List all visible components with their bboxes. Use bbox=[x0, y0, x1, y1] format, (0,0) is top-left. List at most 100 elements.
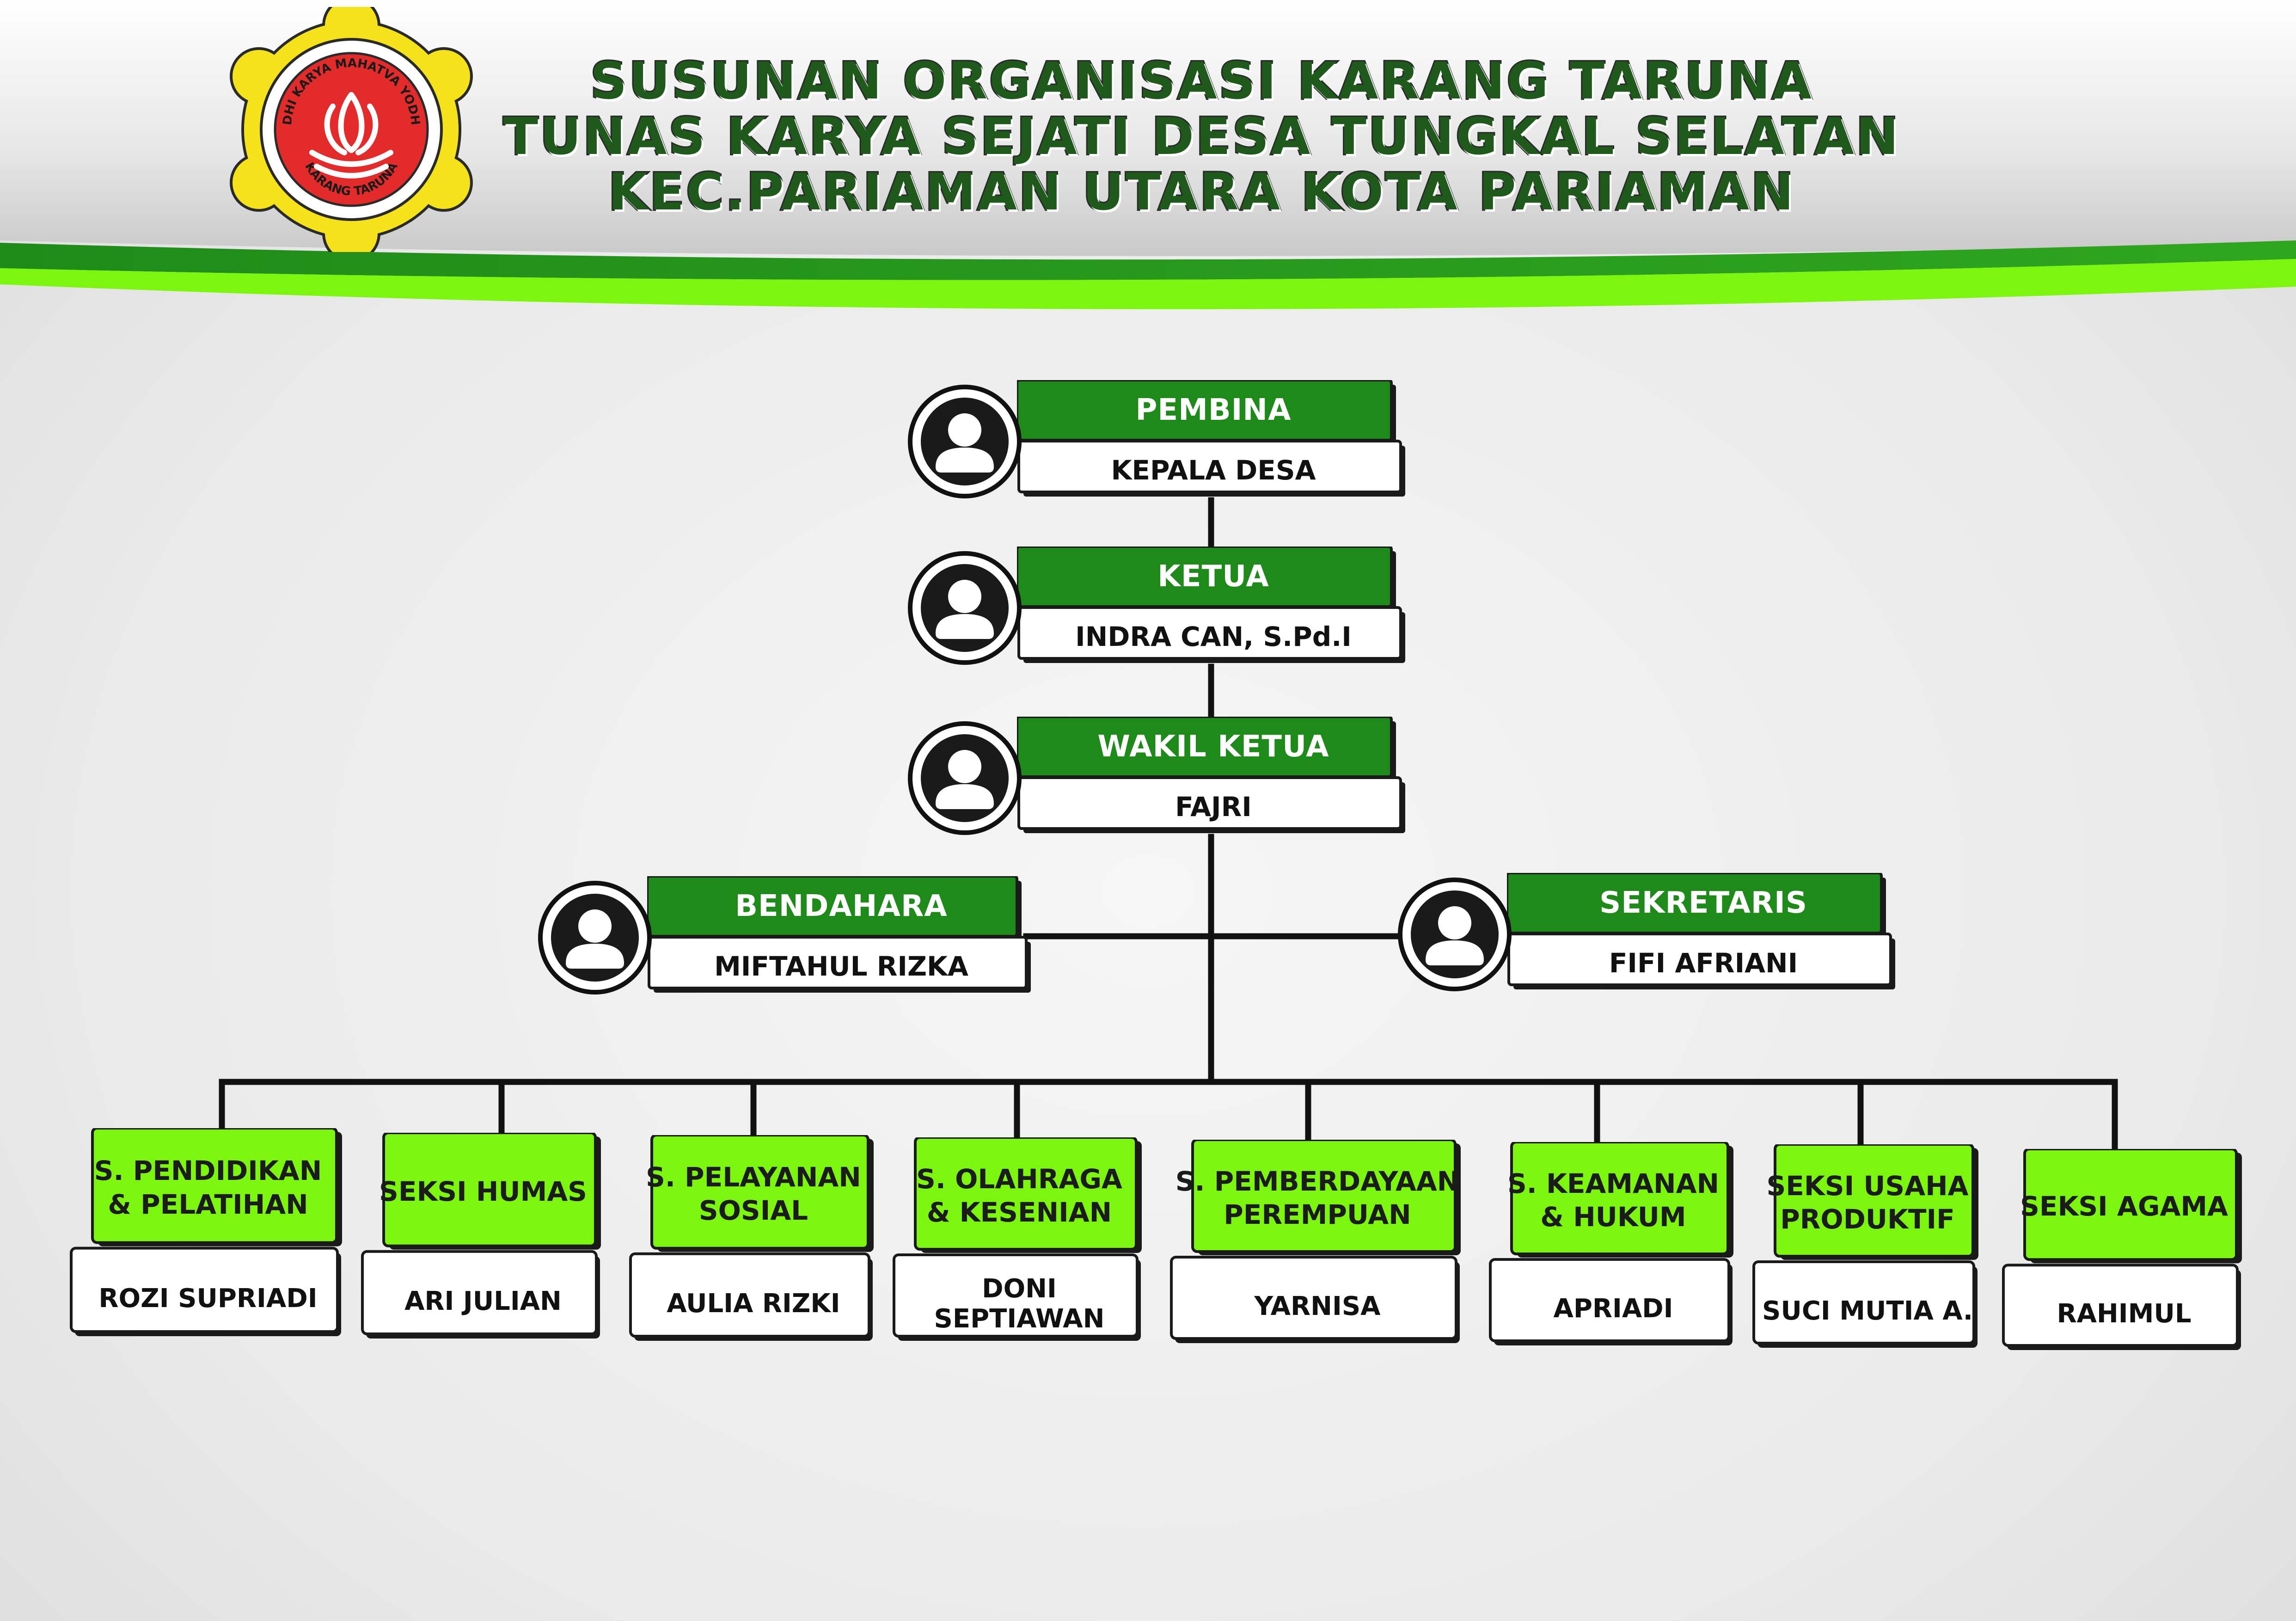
label-area bbox=[91, 1128, 338, 1244]
name-box bbox=[1170, 1256, 1457, 1340]
section-box bbox=[629, 1135, 874, 1341]
title-line-1: SUSUNAN ORGANISASI KARANG TARUNA bbox=[589, 51, 1813, 111]
section-olahraga-kesenian: S. OLAHRAGA & KESENIAN DONI SEPTIAWAN bbox=[892, 1137, 1146, 1345]
name-box bbox=[1017, 440, 1402, 493]
avatar-head bbox=[578, 909, 612, 943]
avatar-head bbox=[1438, 906, 1471, 939]
name-box bbox=[1489, 1258, 1730, 1342]
avatar-head bbox=[948, 750, 981, 783]
node-box-bendahara bbox=[647, 876, 1031, 993]
node-box-pembina bbox=[1017, 380, 1405, 497]
label-area bbox=[382, 1133, 597, 1247]
avatar-body bbox=[1426, 940, 1484, 965]
node-name-sekretaris: FIFI AFRIANI bbox=[1609, 947, 1798, 979]
person-icon bbox=[1398, 878, 1512, 991]
person-icon bbox=[908, 385, 1022, 498]
node-wakil-ketua: WAKIL KETUA FAJRI bbox=[1017, 717, 1410, 837]
section-box bbox=[70, 1128, 342, 1336]
node-sekretaris: SEKRETARIS FIFI AFRIANI bbox=[1507, 873, 1900, 993]
section-box bbox=[1489, 1142, 1733, 1345]
section-label: S. OLAHRAGA & KESENIAN bbox=[916, 1163, 1122, 1228]
section-pendidikan-pelatihan: S. PENDIDIKAN & PELATIHAN ROZI SUPRIADI bbox=[69, 1128, 347, 1341]
label-area bbox=[650, 1135, 869, 1250]
person-icon bbox=[908, 551, 1022, 665]
node-name-wakil-ketua: FAJRI bbox=[1175, 791, 1252, 823]
name-box bbox=[70, 1246, 339, 1333]
karang-taruna-logo: ADHI KARYA MAHATVA YODHA KARANG TARUNA bbox=[222, 7, 473, 252]
section-box bbox=[2002, 1149, 2242, 1350]
node-name-pembina: KEPALA DESA bbox=[1111, 454, 1316, 486]
section-keamanan-hukum: S. KEAMANAN & HUKUM APRIADI bbox=[1488, 1142, 1738, 1350]
avatar-body bbox=[936, 614, 994, 639]
label-area bbox=[1191, 1140, 1457, 1253]
name-box bbox=[1017, 776, 1402, 830]
person-icon bbox=[538, 881, 652, 995]
avatar-head bbox=[948, 413, 981, 447]
section-label: SEKSI HUMAS bbox=[379, 1176, 587, 1208]
node-label-bendahara: BENDAHARA bbox=[735, 889, 948, 923]
connector-lines bbox=[219, 497, 2118, 1152]
section-box bbox=[1170, 1140, 1461, 1343]
section-label: S. PEMBERDAYAAN PEREMPUAN bbox=[1175, 1165, 1460, 1231]
section-name: SUCI MUTIA A. bbox=[1762, 1296, 1973, 1326]
name-box bbox=[1017, 606, 1402, 660]
section-humas: SEKSI HUMAS ARI JULIAN bbox=[361, 1133, 606, 1343]
section-label: SEKSI USAHA PRODUKTIF bbox=[1766, 1170, 1969, 1235]
node-box-wakil-ketua bbox=[1017, 717, 1405, 833]
section-pelayanan-sosial: S. PELAYANAN SOSIAL AULIA RIZKI bbox=[629, 1135, 878, 1345]
section-name: AULIA RIZKI bbox=[667, 1288, 840, 1319]
node-label-wakil-ketua: WAKIL KETUA bbox=[1097, 730, 1329, 764]
node-label-sekretaris: SEKRETARIS bbox=[1599, 886, 1807, 920]
title-line-2: TUNAS KARYA SEJATI DESA TUNGKAL SELATAN bbox=[502, 107, 1901, 166]
name-box bbox=[1507, 933, 1892, 986]
label-area bbox=[2023, 1149, 2238, 1261]
section-name: APRIADI bbox=[1553, 1293, 1673, 1324]
node-label-pembina: PEMBINA bbox=[1135, 393, 1292, 427]
node-ketua: KETUA INDRA CAN, S.Pd.I bbox=[1017, 546, 1410, 667]
title-line-3: KEC.PARIAMAN UTARA KOTA PARIAMAN bbox=[607, 162, 1796, 221]
name-box bbox=[648, 936, 1028, 989]
section-name: ROZI SUPRIADI bbox=[98, 1283, 318, 1314]
section-box bbox=[893, 1137, 1142, 1341]
section-agama: SEKSI AGAMA RAHIMUL bbox=[2002, 1149, 2247, 1355]
person-icon bbox=[908, 721, 1022, 835]
avatar-body bbox=[566, 944, 624, 969]
logo-red-disc bbox=[274, 52, 429, 207]
section-name: DONI SEPTIAWAN bbox=[934, 1274, 1105, 1334]
label-area bbox=[914, 1137, 1138, 1251]
section-box bbox=[361, 1133, 601, 1339]
name-box bbox=[361, 1250, 598, 1335]
node-name-ketua: INDRA CAN, S.Pd.I bbox=[1075, 621, 1352, 652]
section-name: RAHIMUL bbox=[2057, 1298, 2192, 1329]
section-label: S. PENDIDIKAN & PELATIHAN bbox=[94, 1155, 322, 1220]
logo-flame-emblem bbox=[309, 92, 393, 178]
node-pembina: PEMBINA KEPALA DESA bbox=[1017, 380, 1410, 500]
section-pemberdayaan-perempuan: S. PEMBERDAYAAN PEREMPUAN YARNISA bbox=[1169, 1140, 1465, 1348]
name-box bbox=[893, 1253, 1139, 1338]
name-box bbox=[1752, 1260, 1975, 1345]
section-usaha-produktif: SEKSI USAHA PRODUKTIF SUCI MUTIA A. bbox=[1752, 1144, 1983, 1352]
avatar-body bbox=[936, 448, 994, 473]
section-label: SEKSI AGAMA bbox=[2020, 1191, 2228, 1222]
section-name: YARNISA bbox=[1254, 1291, 1381, 1321]
section-label: S. PELAYANAN SOSIAL bbox=[646, 1161, 861, 1227]
swoosh-light-green bbox=[0, 259, 2296, 309]
label-area bbox=[1774, 1144, 1974, 1258]
swoosh-dark-green bbox=[0, 240, 2296, 280]
section-label: S. KEAMANAN & HUKUM bbox=[1507, 1167, 1720, 1233]
avatar-body bbox=[936, 784, 994, 809]
section-name: ARI JULIAN bbox=[404, 1286, 562, 1316]
node-label-ketua: KETUA bbox=[1157, 559, 1269, 594]
header-band bbox=[0, 0, 2296, 256]
node-bendahara: BENDAHARA MIFTAHUL RIZKA bbox=[647, 876, 1035, 996]
node-box-ketua bbox=[1017, 546, 1405, 663]
avatar-head bbox=[948, 580, 981, 613]
name-box bbox=[2002, 1264, 2239, 1347]
node-name-bendahara: MIFTAHUL RIZKA bbox=[714, 951, 968, 982]
name-box bbox=[629, 1252, 870, 1338]
label-area bbox=[1510, 1142, 1729, 1255]
node-box-sekretaris bbox=[1507, 873, 1895, 989]
section-box bbox=[1752, 1144, 1978, 1348]
